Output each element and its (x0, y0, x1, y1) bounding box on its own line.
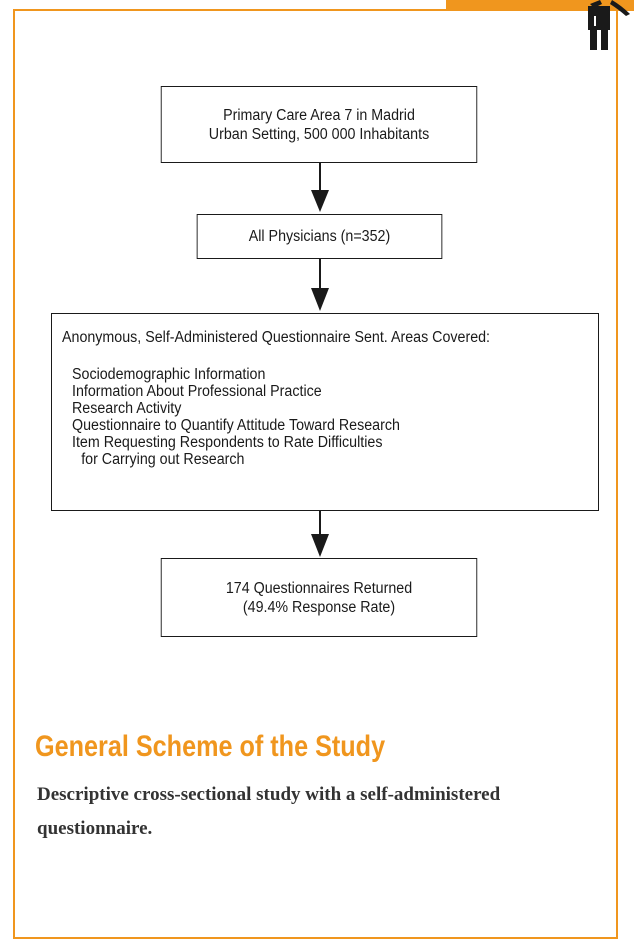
section-title: General Scheme of the Study (35, 730, 386, 763)
flow-box-questionnaire: Anonymous, Self-Administered Questionnai… (51, 313, 599, 511)
list-item: Research Activity (72, 400, 182, 417)
corner-tab (446, 0, 634, 11)
setting-line-2: Urban Setting, 500 000 Inhabitants (208, 125, 430, 143)
flow-box-physicians: All Physicians (n=352) (196, 214, 443, 259)
study-description: Descriptive cross-sectional study with a… (37, 784, 501, 839)
arrow-2 (311, 259, 329, 311)
list-item: Item Requesting Respondents to Rate Diff… (72, 434, 383, 451)
returned-line-2: (49.4% Response Rate) (242, 598, 396, 616)
physicians-line: All Physicians (n=352) (248, 228, 391, 245)
flow-box-setting: Primary Care Area 7 in Madrid Urban Sett… (160, 86, 478, 163)
list-item: Information About Professional Practice (72, 383, 322, 400)
arrow-1 (311, 163, 329, 212)
flow-box-returned: 174 Questionnaires Returned (49.4% Respo… (160, 558, 478, 637)
returned-line-1: 174 Questionnaires Returned (225, 579, 413, 597)
list-item: Sociodemographic Information (72, 366, 266, 383)
person-figure-icon (588, 0, 630, 50)
areas-covered-list: Sociodemographic Information Information… (72, 366, 598, 468)
arrow-3 (311, 511, 329, 557)
list-item: Questionnaire to Quantify Attitude Towar… (72, 417, 400, 434)
setting-line-1: Primary Care Area 7 in Madrid (223, 106, 415, 124)
list-item: for Carrying out Research (81, 451, 245, 468)
questionnaire-heading: Anonymous, Self-Administered Questionnai… (62, 329, 491, 346)
